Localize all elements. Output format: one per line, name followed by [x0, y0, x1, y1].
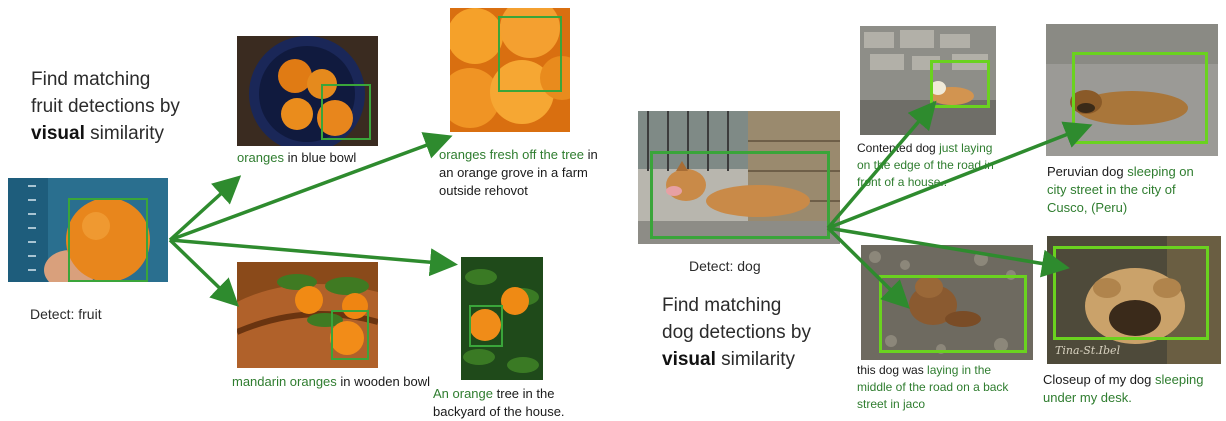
- fruit-result-image-3: [237, 262, 378, 368]
- fruit-result-caption-1: oranges in blue bowl: [237, 149, 356, 167]
- dog-result-pre-4: Closeup of my dog: [1043, 372, 1152, 387]
- dog-result-box-3: [879, 275, 1027, 353]
- fruit-result-rest-1: in blue bowl: [287, 150, 357, 165]
- dog-result-box-4: [1053, 246, 1209, 340]
- dog-headline-bold: visual: [662, 349, 716, 370]
- dog-query-label: Detect: dog: [689, 258, 761, 274]
- fruit-result-rest-4: tree in the backyard of the house.: [433, 386, 565, 419]
- dog-arrow-3: [826, 226, 910, 309]
- dog-result-caption-4: Closeup of my dog sleeping under my desk…: [1043, 371, 1218, 407]
- dog-arrow-4: [827, 226, 1070, 278]
- dog-result-image-1: [860, 26, 996, 135]
- fruit-result-box-1: [321, 84, 371, 140]
- dog-result-pre-2: Peruvian dog: [1047, 164, 1124, 179]
- dog-headline-line1: Find matching: [662, 295, 782, 316]
- fruit-headline-bold: visual: [31, 123, 85, 144]
- dog-query-image: [638, 111, 840, 244]
- dog-headline: Find matching dog detections by visual s…: [662, 292, 811, 373]
- dog-result-highlight-4: sleeping under my desk.: [1043, 372, 1204, 405]
- dog-arrow-1: [826, 100, 937, 230]
- dog-headline-line3: visual similarity: [662, 346, 811, 373]
- fruit-result-image-4: [461, 257, 543, 380]
- fruit-result-caption-3: mandarin oranges in wooden bowl: [232, 373, 430, 391]
- fruit-result-highlight-3: mandarin oranges: [232, 374, 337, 389]
- fruit-arrow-4: [169, 238, 458, 277]
- fruit-arrow-3: [168, 238, 240, 307]
- fruit-result-highlight-4: An orange: [433, 386, 493, 401]
- fruit-headline: Find matching fruit detections by visual…: [31, 66, 180, 147]
- dog-result-box-2: [1072, 52, 1208, 144]
- fruit-query-detection-box: [68, 198, 148, 282]
- fruit-headline-line2: fruit detections by: [31, 96, 180, 117]
- fruit-result-highlight-1: oranges: [237, 150, 284, 165]
- fruit-result-caption-4: An orange tree in the backyard of the ho…: [433, 385, 578, 421]
- fruit-result-rest-2: in an orange grove in a farm outside reh…: [439, 147, 598, 198]
- fruit-arrow-2: [169, 132, 453, 242]
- fruit-result-box-4: [469, 305, 503, 347]
- dog-headline-line2: dog detections by: [662, 322, 811, 343]
- fruit-result-image-2: [450, 8, 570, 132]
- dog-result-highlight-2: sleeping on city street in the city of C…: [1047, 164, 1194, 215]
- fruit-query-label: Detect: fruit: [30, 306, 102, 322]
- fruit-headline-line3: visual similarity: [31, 120, 180, 147]
- dog-query-detection-box: [650, 151, 830, 239]
- fruit-result-highlight-2: oranges fresh off the tree: [439, 147, 585, 162]
- fruit-result-box-2: [498, 16, 562, 92]
- fruit-query-image: [8, 178, 168, 282]
- fruit-result-box-3: [331, 310, 369, 360]
- fruit-headline-end: similarity: [90, 123, 165, 144]
- fruit-result-image-1: [237, 36, 378, 146]
- dog-result-highlight-1: just laying on the edge of the road in f…: [857, 141, 994, 189]
- dog-headline-end: similarity: [721, 349, 796, 370]
- dog-result-box-1: [930, 60, 990, 108]
- dog-result-image-4: Tina-St.Ibel: [1047, 236, 1221, 364]
- dog-result-caption-3: this dog was laying in the middle of the…: [857, 362, 1027, 413]
- fruit-headline-line1: Find matching: [31, 69, 151, 90]
- dog-arrow-2: [827, 121, 1093, 230]
- dog-result-pre-3: this dog was: [857, 363, 924, 377]
- fruit-result-rest-3: in wooden bowl: [340, 374, 431, 389]
- fruit-arrow-1: [168, 175, 242, 242]
- fruit-result-caption-2: oranges fresh off the tree in an orange …: [439, 146, 614, 200]
- dog-watermark: Tina-St.Ibel: [1055, 344, 1121, 357]
- dog-result-caption-2: Peruvian dog sleeping on city street in …: [1047, 163, 1212, 217]
- dog-result-highlight-3: laying in the middle of the road on a ba…: [857, 363, 1009, 411]
